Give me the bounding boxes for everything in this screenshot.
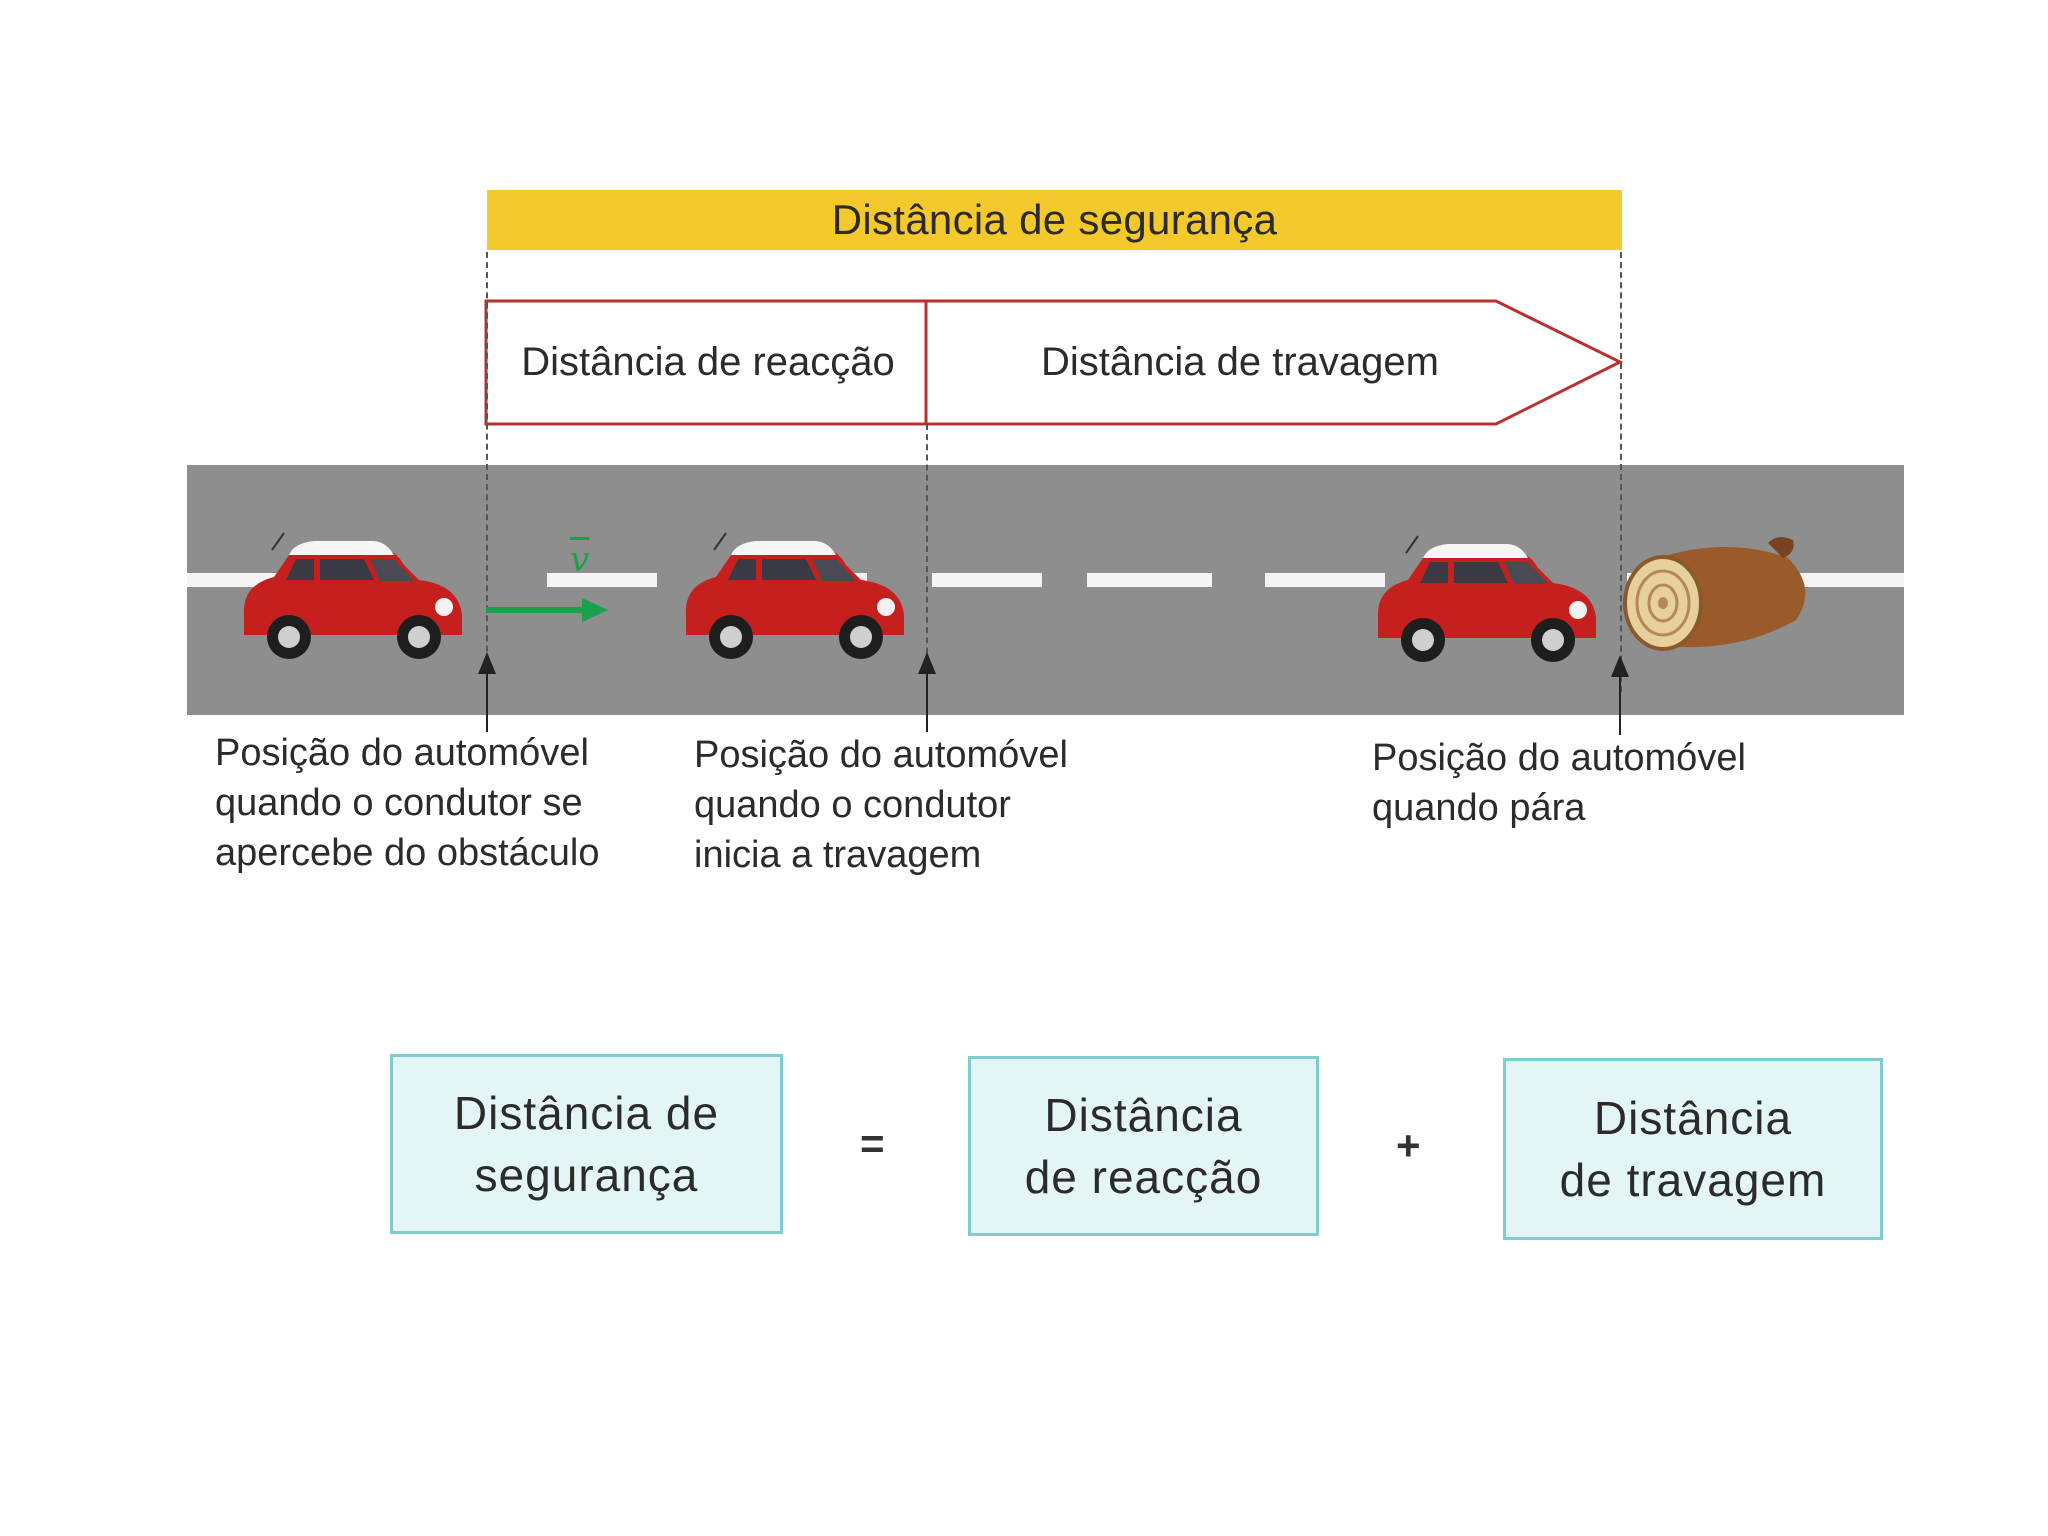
lane-dash	[1087, 573, 1212, 587]
lane-dash	[547, 573, 657, 587]
car-first	[243, 532, 462, 659]
equation-safety-box: Distância de segurança	[390, 1054, 783, 1234]
guide-line-middle	[926, 424, 928, 694]
reaction-distance-label: Distância de reacção	[521, 339, 895, 384]
car-third	[1377, 535, 1596, 662]
lane-dash	[932, 573, 1042, 587]
safety-distance-label: Distância de segurança	[831, 196, 1278, 243]
log-obstacle-icon	[1623, 537, 1806, 651]
pointer-arrow-icon	[478, 652, 496, 732]
equals-sign: =	[860, 1120, 885, 1167]
velocity-arrow-icon	[486, 598, 608, 622]
pointer-arrow-icon	[1611, 655, 1629, 735]
pointer-arrow-icon	[918, 652, 936, 732]
equation-braking-box: Distância de travagem	[1503, 1058, 1883, 1240]
caption-driver-perceives: Posição do automóvel quando o condutor s…	[215, 732, 600, 874]
car-second	[685, 532, 904, 659]
plus-sign: +	[1396, 1122, 1421, 1169]
lane-dash	[1265, 573, 1385, 587]
guide-line-end	[1620, 252, 1622, 692]
braking-distance-label: Distância de travagem	[1041, 339, 1439, 384]
caption-car-stops: Posição do automóvel quando pára	[1372, 737, 1746, 829]
velocity-symbol: v	[570, 540, 590, 580]
safety-distance-band: Distância de segurança	[487, 190, 1622, 250]
equation-reaction-box: Distância de reacção	[968, 1056, 1319, 1236]
guide-line-start	[486, 252, 488, 692]
caption-driver-brakes: Posição do automóvel quando o condutor i…	[694, 734, 1068, 876]
